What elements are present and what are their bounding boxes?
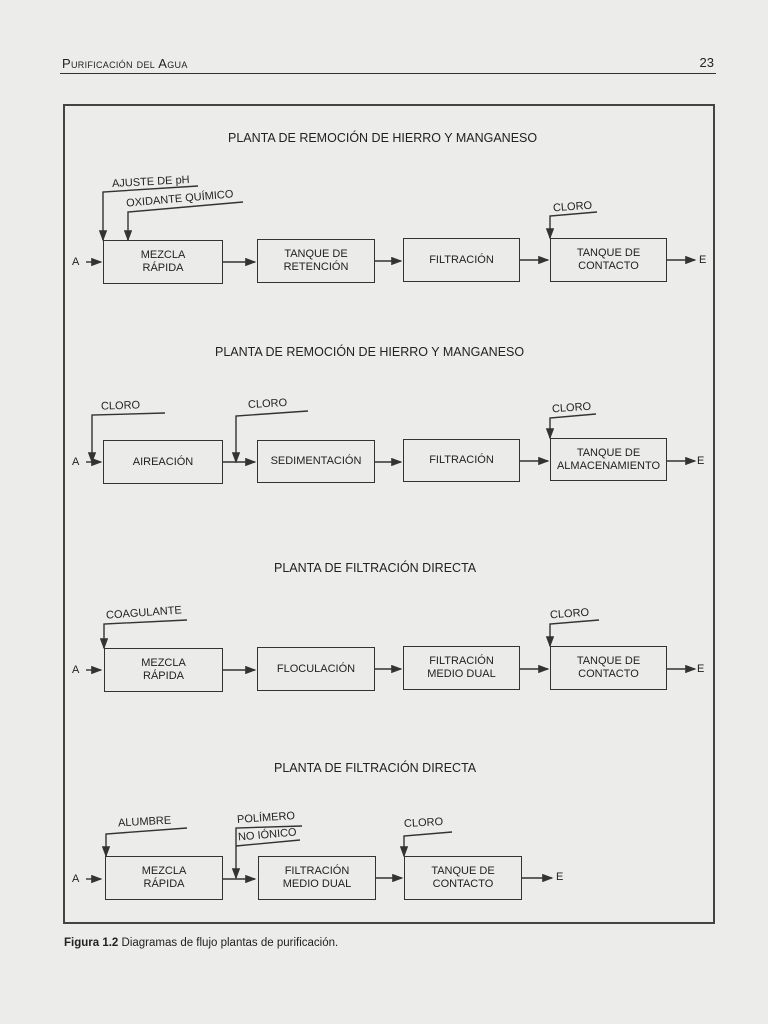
process-box-tanque-contacto: TANQUE DE CONTACTO <box>550 646 667 690</box>
diagram-4-title: PLANTA DE FILTRACIÓN DIRECTA <box>274 761 477 775</box>
dosing-line <box>235 410 309 462</box>
process-box-tanque-contacto: TANQUE DE CONTACTO <box>404 856 522 900</box>
input-label: A <box>72 873 80 885</box>
process-box-mezcla-rapida: MEZCLA RÁPIDA <box>104 648 223 692</box>
process-box-sedimentacion: SEDIMENTACIÓN <box>257 440 375 483</box>
output-label: E <box>556 871 564 883</box>
dosing-line <box>235 825 303 878</box>
process-box-tanque-contacto: TANQUE DE CONTACTO <box>550 238 667 282</box>
process-box-mezcla-rapida: MEZCLA RÁPIDA <box>105 856 223 900</box>
output-label: E <box>697 663 705 675</box>
process-box-filtracion: FILTRACIÓN <box>403 439 520 482</box>
dosing-line <box>549 413 597 438</box>
dosing-line <box>235 839 301 847</box>
output-label: E <box>699 254 707 266</box>
process-box-filtracion-medio-dual: FILTRACIÓN MEDIO DUAL <box>258 856 376 900</box>
process-box-floculacion: FLOCULACIÓN <box>257 647 375 691</box>
additive-label: CLORO <box>403 815 444 831</box>
process-box-filtracion: FILTRACIÓN <box>403 238 520 282</box>
figure-frame <box>63 104 715 924</box>
process-box-filtracion-medio-dual: FILTRACIÓN MEDIO DUAL <box>403 646 520 690</box>
process-box-tanque-almacenamiento: TANQUE DE ALMACENAMIENTO <box>550 438 667 481</box>
process-box-mezcla-rapida: MEZCLA RÁPIDA <box>103 240 223 284</box>
additive-label: CLORO <box>247 396 288 412</box>
input-label: A <box>72 456 80 468</box>
figure-caption-label: Figura 1.2 <box>64 937 119 949</box>
page-number: 23 <box>699 55 714 70</box>
diagram-1-title: PLANTA DE REMOCIÓN DE HIERRO Y MANGANESO <box>228 131 538 145</box>
input-label: A <box>72 256 80 268</box>
dosing-line <box>102 185 199 240</box>
dosing-line <box>103 619 188 648</box>
figure-caption-text: Diagramas de flujo plantas de purificaci… <box>118 937 339 949</box>
output-label: E <box>697 455 705 467</box>
running-head: Purificación del Agua <box>62 56 188 71</box>
diagram-3-title: PLANTA DE FILTRACIÓN DIRECTA <box>274 561 477 575</box>
diagram-2-title: PLANTA DE REMOCIÓN DE HIERRO Y MANGANESO <box>215 345 525 359</box>
dosing-line <box>91 412 166 462</box>
process-box-aireacion: AIREACIÓN <box>103 440 223 484</box>
dosing-line <box>549 619 600 646</box>
additive-label: CLORO <box>100 399 141 413</box>
header-rule <box>60 73 716 74</box>
input-label: A <box>72 664 80 676</box>
figure-caption: Figura 1.2 Diagramas de flujo plantas de… <box>64 937 338 949</box>
dosing-line <box>403 831 453 856</box>
process-box-tanque-retencion: TANQUE DE RETENCIÓN <box>257 239 375 283</box>
dosing-line <box>549 211 598 238</box>
dosing-line <box>105 827 188 856</box>
